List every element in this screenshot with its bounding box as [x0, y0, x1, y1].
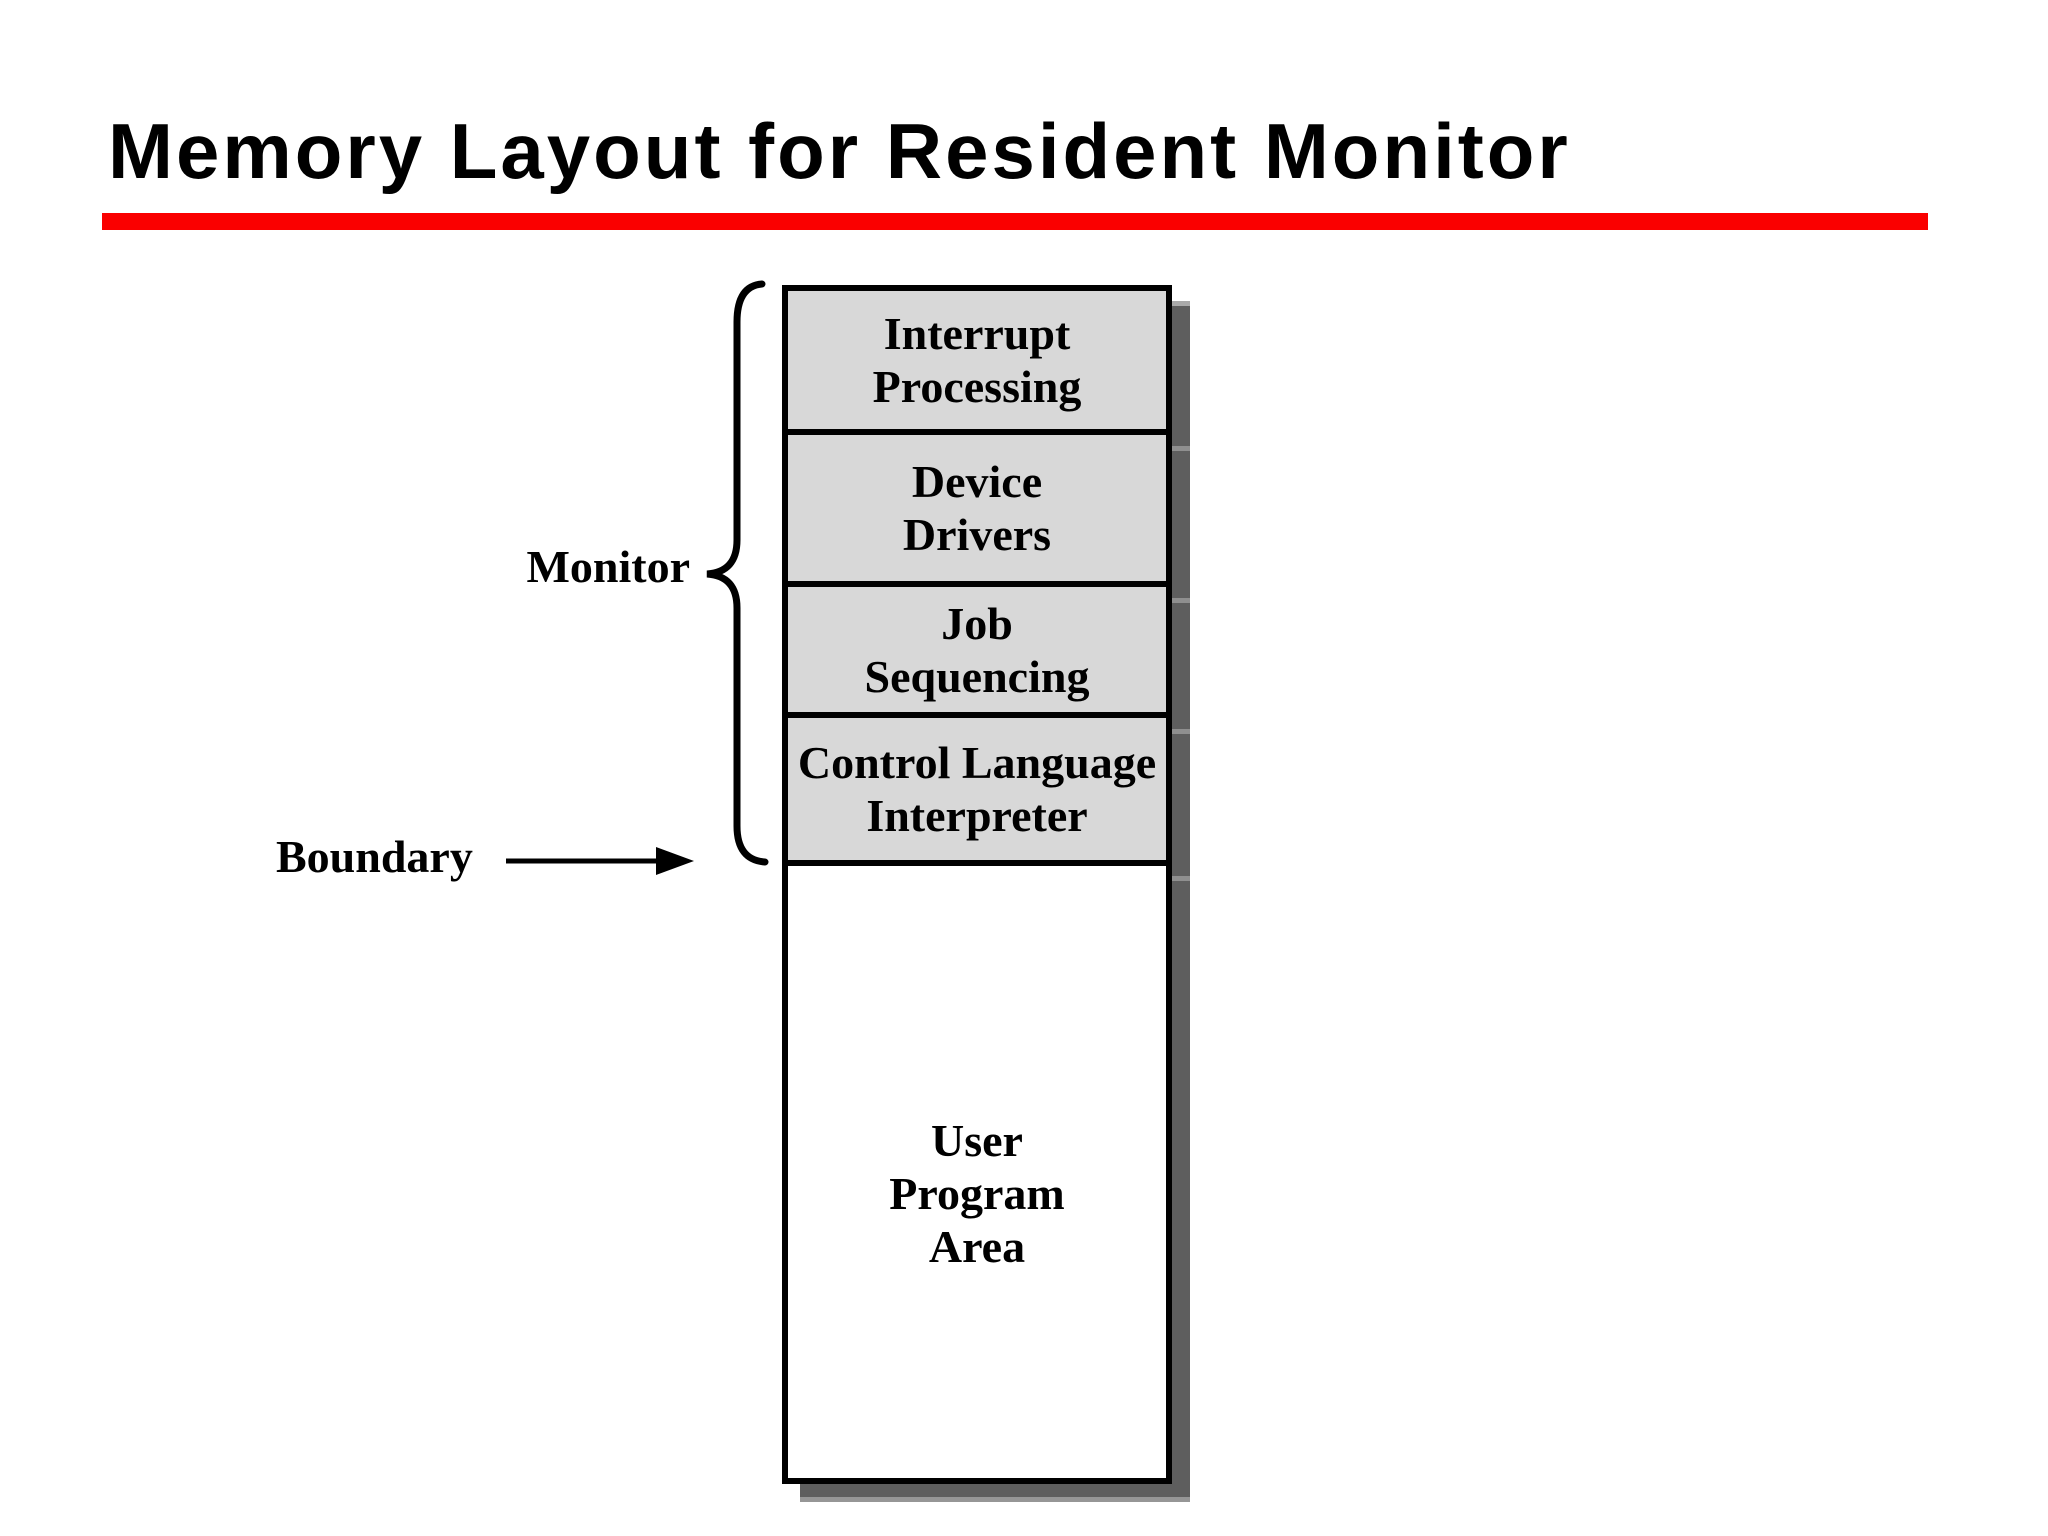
- block-label-line: Processing: [872, 361, 1082, 412]
- block-label-line: Program: [889, 1167, 1065, 1219]
- memory-block-interrupt-processing: Interrupt Processing: [788, 291, 1166, 429]
- shadow-seam: [1172, 729, 1190, 734]
- block-label-line: User: [931, 1114, 1023, 1166]
- title-underline: [102, 213, 1928, 230]
- block-label-line: Job: [941, 597, 1013, 649]
- boundary-arrow-icon: [506, 847, 694, 875]
- boundary-label: Boundary: [276, 831, 473, 882]
- block-label-line: Control Language: [797, 737, 1157, 788]
- memory-stack: Interrupt Processing Device Drivers Job …: [782, 285, 1172, 1484]
- shadow-seam: [1172, 876, 1190, 881]
- monitor-brace-icon: [706, 280, 769, 866]
- memory-block-user-program-area: User Program Area: [788, 860, 1166, 1478]
- block-label-line: Interpreter: [866, 790, 1088, 841]
- memory-block-device-drivers: Device Drivers: [788, 429, 1166, 581]
- memory-block-job-sequencing: Job Sequencing: [788, 581, 1166, 712]
- block-label-line: Interrupt: [883, 308, 1071, 359]
- block-label-line: Sequencing: [864, 650, 1090, 702]
- monitor-label: Monitor: [526, 541, 690, 592]
- block-label-line: Device: [911, 456, 1043, 507]
- shadow-seam: [1172, 598, 1190, 603]
- block-label-line: Drivers: [902, 509, 1052, 560]
- shadow-seam: [1172, 446, 1190, 451]
- slide-title: Memory Layout for Resident Monitor: [108, 107, 1571, 195]
- memory-block-control-language-interpreter: Control Language Interpreter: [788, 712, 1166, 860]
- block-label-line: Area: [928, 1220, 1026, 1272]
